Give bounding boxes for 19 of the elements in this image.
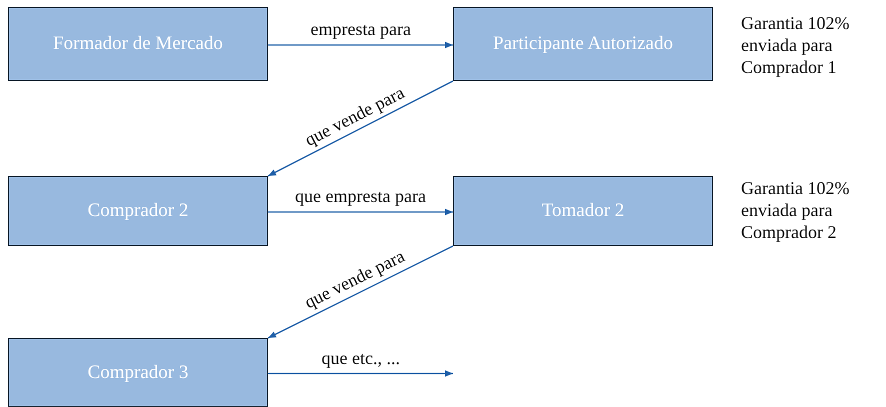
- edge-label: que vende para: [300, 81, 408, 151]
- process-box: [453, 176, 713, 246]
- edge-label: que vende para: [300, 245, 408, 314]
- process-box: [8, 338, 268, 407]
- arrow: [268, 370, 453, 377]
- note-text: Garantia 102% enviada para Comprador 2: [741, 177, 850, 243]
- note-text: Garantia 102% enviada para Comprador 1: [741, 12, 850, 78]
- arrow: [268, 245, 454, 339]
- box-label: Formador de Mercado: [53, 33, 223, 55]
- process-box: [8, 176, 268, 246]
- arrow: [268, 208, 453, 216]
- box-label: Comprador 2: [88, 200, 188, 222]
- arrow: [268, 80, 454, 177]
- box-label: Comprador 3: [88, 362, 188, 384]
- process-box: [453, 7, 713, 81]
- process-box: [8, 7, 268, 81]
- arrow: [268, 42, 453, 48]
- box-label: Participante Autorizado: [493, 33, 673, 55]
- box-label: Tomador 2: [542, 200, 624, 222]
